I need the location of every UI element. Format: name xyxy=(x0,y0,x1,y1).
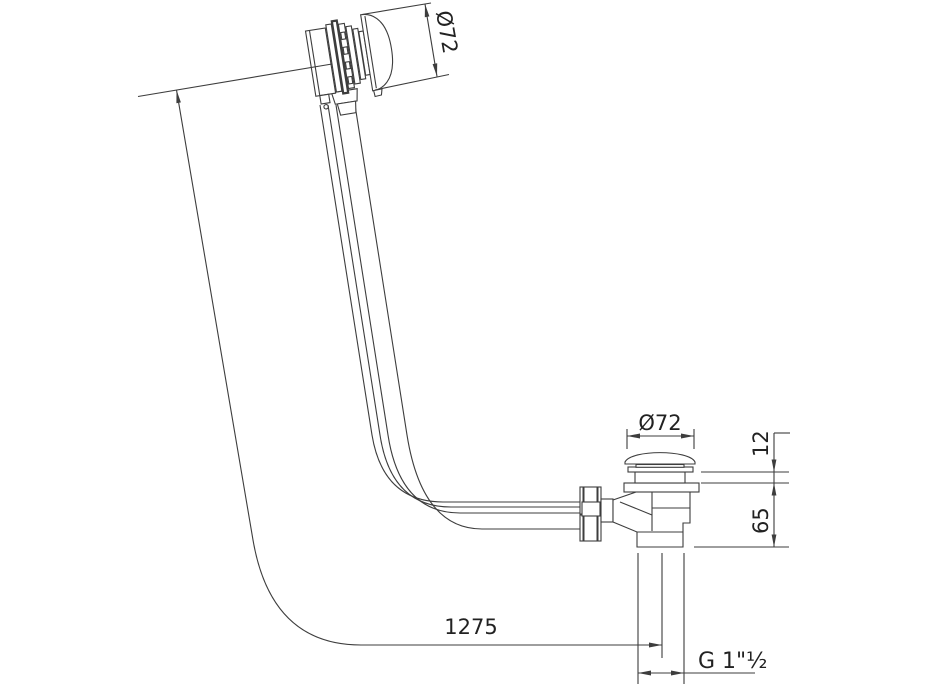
click-clack-plug-cap xyxy=(624,452,696,465)
cable-end-connector xyxy=(581,501,601,517)
flange-ring xyxy=(634,471,686,484)
label-waste-diameter: Ø72 xyxy=(638,411,681,435)
arrowhead xyxy=(432,63,438,77)
dimension-outlet-thread: G 1"½ xyxy=(637,553,767,684)
arrowhead xyxy=(627,433,640,439)
dimension-overflow-diameter: Ø72 xyxy=(361,2,462,91)
waste-assembly xyxy=(579,452,700,548)
plate-segment xyxy=(347,75,354,85)
overflow-cable-outlet xyxy=(336,100,357,116)
label-overflow-diameter: Ø72 xyxy=(431,9,462,56)
extension-line xyxy=(374,73,450,91)
nut-collar xyxy=(600,498,614,523)
bracket-tab xyxy=(319,93,331,105)
knob-skirt-line xyxy=(364,16,377,89)
label-cable-length: 1275 xyxy=(444,615,497,639)
arrowhead xyxy=(771,459,777,472)
overflow-gasket xyxy=(330,19,350,95)
arrowhead xyxy=(771,483,777,496)
cable-line xyxy=(354,104,583,530)
bracket-screw-hole xyxy=(323,104,329,110)
overflow-assembly xyxy=(304,13,394,116)
arrowhead xyxy=(681,433,694,439)
arrowhead xyxy=(649,642,662,648)
overflow-mount-bracket xyxy=(304,27,337,97)
cable-line xyxy=(327,104,583,508)
plate-segment xyxy=(340,31,347,41)
bracket-edge-line xyxy=(308,30,321,96)
locking-ring xyxy=(623,482,700,493)
overflow-knob-cap xyxy=(360,13,394,92)
dimension-cable-length: 1275 xyxy=(137,63,662,648)
overflow-plate xyxy=(345,25,361,85)
arrowhead xyxy=(176,90,181,104)
plate-segment xyxy=(342,46,349,55)
cable-bundle xyxy=(319,104,585,530)
dimension-waste-diameter: Ø72 xyxy=(626,411,695,449)
plate-segment xyxy=(344,60,352,70)
arrowhead xyxy=(638,670,651,676)
arrowhead xyxy=(671,670,684,676)
extension-line xyxy=(137,63,333,98)
cable-line xyxy=(335,104,585,514)
body-detail-line xyxy=(619,501,653,516)
label-outlet-thread: G 1"½ xyxy=(698,649,767,674)
plug-stem-base xyxy=(635,463,685,468)
extension-line xyxy=(361,2,432,16)
arrowhead xyxy=(424,4,430,18)
cable-line xyxy=(319,104,583,503)
label-body-height: 65 xyxy=(749,507,773,534)
label-rim-height: 12 xyxy=(749,430,773,457)
dimension-heights: 12 65 xyxy=(694,430,790,548)
dimension-leader-curve xyxy=(175,89,662,646)
arrowhead xyxy=(771,534,777,547)
